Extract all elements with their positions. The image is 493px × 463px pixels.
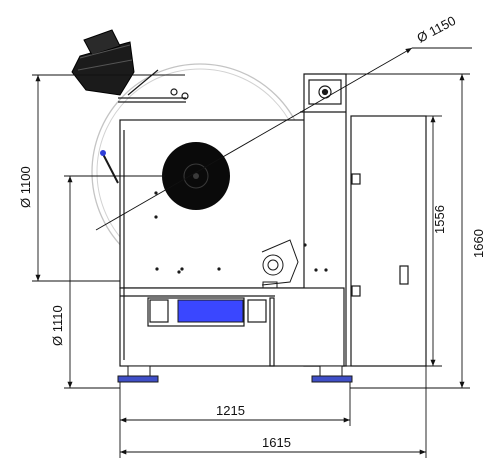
dimension-lines: [32, 47, 472, 458]
blue-panel: [177, 299, 244, 323]
dim-height-1: 1556: [432, 205, 447, 234]
reel-hub: [162, 142, 230, 210]
dim-width-1: 1215: [216, 403, 245, 418]
dim-wheel-diameter: Ø 1110: [50, 305, 65, 346]
dim-reel-outer-diameter: Ø 1150: [414, 13, 458, 46]
machine-housing: [119, 73, 427, 367]
dim-height-2: 1660: [471, 229, 486, 258]
case-box: [71, 29, 135, 96]
foot-left: [117, 365, 159, 383]
roller-mechanism: [261, 239, 299, 289]
lever: [100, 150, 119, 184]
dim-reel-diameter: Ø 1100: [18, 166, 33, 208]
dim-width-2: 1615: [262, 435, 291, 450]
holes: [154, 191, 328, 274]
case-handle: [118, 69, 189, 103]
foot-right: [311, 365, 353, 383]
